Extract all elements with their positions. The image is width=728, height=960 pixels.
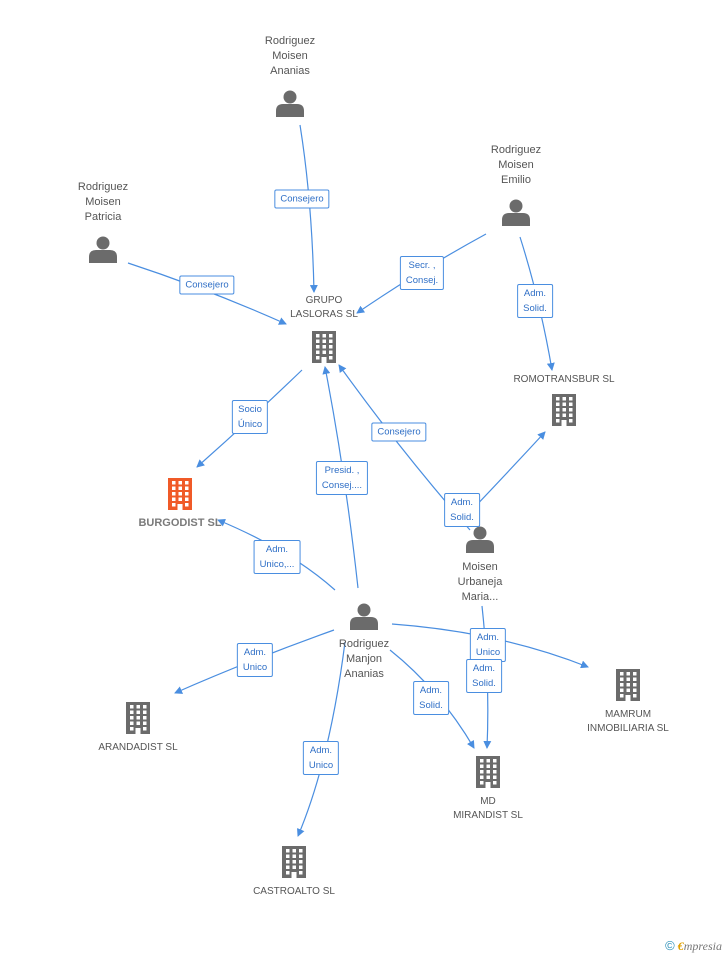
icons-layer [89, 90, 640, 878]
edge-label[interactable]: Adm. Unico,... [253, 540, 301, 574]
building-icon[interactable] [168, 478, 192, 510]
person-icon[interactable] [276, 90, 304, 118]
building-icon[interactable] [126, 702, 150, 734]
edge-maria-romotransbur [469, 431, 546, 513]
person-label: Rodriguez Moisen Ananias [264, 35, 316, 77]
edge-ananias_moisen-lasloras [299, 124, 318, 293]
person-label: Rodriguez Moisen Emilio [490, 144, 542, 186]
edge-label[interactable]: Consejero [274, 189, 330, 209]
company-label: ROMOTRANSBUR SL [513, 374, 615, 385]
edge-label[interactable]: Adm. Unico [236, 643, 274, 677]
person-icon[interactable] [466, 526, 494, 554]
edge-label[interactable]: Presid. , Consej.... [315, 461, 369, 495]
edge-label[interactable]: Adm. Solid. [517, 284, 553, 318]
edge-label[interactable]: Adm. Solid. [466, 659, 502, 693]
person-label: Rodriguez Manjon Ananias [338, 638, 390, 680]
person-icon[interactable] [502, 199, 530, 227]
edge-label[interactable]: Adm. Solid. [444, 493, 480, 527]
company-label: GRUPO LASLORAS SL [290, 295, 358, 320]
company-label: ARANDADIST SL [98, 742, 178, 753]
building-icon[interactable] [616, 669, 640, 701]
person-icon[interactable] [89, 236, 117, 264]
edge-label[interactable]: Socio Único [231, 400, 269, 434]
person-label: Rodriguez Moisen Patricia [77, 181, 129, 223]
person-icon[interactable] [350, 603, 378, 631]
person-label: Moisen Urbaneja Maria... [457, 561, 503, 603]
building-icon[interactable] [476, 756, 500, 788]
copyright-icon: © [665, 938, 675, 953]
edge-label[interactable]: Adm. Unico [469, 628, 507, 662]
building-icon[interactable] [312, 331, 336, 363]
brand-watermark: ©€mpresia [665, 938, 722, 954]
company-label: MD MIRANDIST SL [453, 796, 523, 821]
company-label: CASTROALTO SL [253, 886, 335, 897]
edge-label[interactable]: Consejero [179, 275, 235, 295]
company-label: BURGODIST SL [138, 517, 222, 529]
company-label: MAMRUM INMOBILIARIA SL [587, 709, 669, 734]
building-icon[interactable] [552, 394, 576, 426]
brand-name: mpresia [683, 939, 722, 953]
edge-label[interactable]: Consejero [371, 422, 427, 442]
edge-label[interactable]: Adm. Unico [302, 741, 340, 775]
building-icon[interactable] [282, 846, 306, 878]
brand-initial: € [677, 939, 684, 953]
edge-label[interactable]: Adm. Solid. [413, 681, 449, 715]
edge-label[interactable]: Secr. , Consej. [399, 256, 445, 290]
